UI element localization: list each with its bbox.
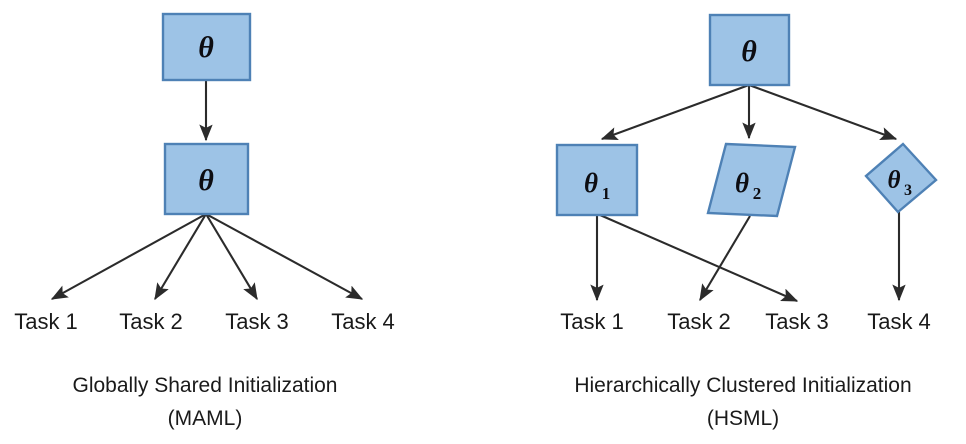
caption-maml-line1: Globally Shared Initialization — [73, 374, 338, 397]
task-label-maml-1: Task 1 — [14, 309, 78, 334]
node-theta-mid-label: θ — [198, 164, 214, 197]
edge-theta-mid-to-task-2 — [154, 213, 207, 301]
node-theta-top-label: θ — [198, 31, 214, 64]
task-label-hsml-3: Task 3 — [765, 309, 829, 334]
edge-theta-mid-to-task-4 — [205, 213, 364, 300]
edge-theta-root-to-theta-1 — [600, 84, 750, 140]
edge-theta-1-to-task-3 — [599, 214, 799, 302]
node-theta-3[interactable]: θ 3 — [864, 142, 938, 214]
task-label-hsml-1: Task 1 — [560, 309, 624, 334]
task-label-maml-3: Task 3 — [225, 309, 289, 334]
node-theta-1[interactable]: θ 1 — [555, 143, 639, 217]
edge-theta-2-to-task-2 — [699, 215, 751, 302]
edge-theta-mid-to-task-1 — [50, 213, 207, 300]
node-theta-3-label: θ — [888, 167, 901, 194]
node-theta-1-subscript: 1 — [602, 184, 611, 203]
task-label-hsml-4: Task 4 — [867, 309, 931, 334]
caption-maml-line2: (MAML) — [168, 407, 243, 430]
task-label-maml-4: Task 4 — [331, 309, 395, 334]
node-theta-2-label: θ — [735, 168, 749, 198]
task-label-hsml-2: Task 2 — [667, 309, 731, 334]
node-theta-root-label: θ — [741, 35, 757, 68]
node-theta-mid[interactable]: θ — [163, 142, 250, 216]
caption-hsml-line1: Hierarchically Clustered Initialization — [574, 374, 911, 397]
node-theta-1-label: θ — [584, 168, 598, 198]
task-label-maml-2: Task 2 — [119, 309, 183, 334]
edge-theta-mid-to-task-3 — [205, 213, 258, 301]
node-theta-2[interactable]: θ 2 — [706, 142, 797, 218]
caption-hsml-line2: (HSML) — [707, 407, 779, 430]
panel-maml: θ θ Task 1 Task 2 Task 3 Task 4 Globally… — [14, 12, 395, 430]
node-theta-3-subscript: 3 — [904, 182, 912, 199]
node-theta-2-subscript: 2 — [753, 184, 762, 203]
node-theta-top[interactable]: θ — [161, 12, 252, 82]
edge-theta-root-to-theta-3 — [748, 84, 898, 140]
panel-hsml: θ θ 1 θ 2 θ 3 Task 1 Task 2 — [555, 13, 938, 430]
node-theta-root[interactable]: θ — [708, 13, 791, 87]
